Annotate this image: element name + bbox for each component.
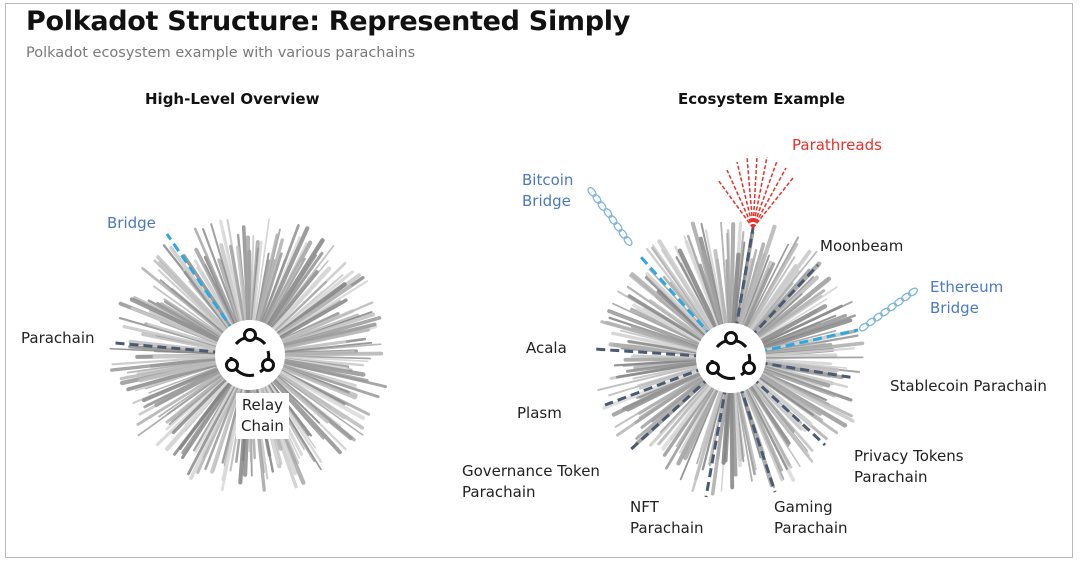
- ethereum-bridge-label-line2: Bridge: [930, 299, 979, 317]
- nft-parachain-label: NFT Parachain: [630, 497, 704, 539]
- ethereum-bridge-chain: [858, 287, 919, 332]
- privacy-tokens-label-line1: Privacy Tokens: [854, 447, 964, 465]
- bitcoin-bridge-label: Bitcoin Bridge: [522, 170, 573, 212]
- gaming-label-line2: Parachain: [774, 519, 848, 537]
- nft-connection: [704, 357, 733, 498]
- page-title: Polkadot Structure: Represented Simply: [26, 6, 631, 37]
- bridge-label: Bridge: [107, 214, 156, 232]
- ethereum-bridge-label-line1: Ethereum: [930, 278, 1004, 296]
- gaming-parachain-label: Gaming Parachain: [774, 497, 848, 539]
- nft-label-line2: Parachain: [630, 519, 704, 537]
- privacy-tokens-parachain-label: Privacy Tokens Parachain: [854, 446, 964, 488]
- moonbeam-label: Moonbeam: [820, 237, 904, 255]
- left-bridge-connection: [165, 233, 252, 356]
- privacy-tokens-label-line2: Parachain: [854, 468, 928, 486]
- gaming-connection: [729, 357, 777, 493]
- right-relay-hub: [587, 155, 919, 498]
- parathreads-fan: [717, 155, 794, 229]
- acala-label: Acala: [526, 339, 567, 357]
- left-relay-hub: [109, 218, 388, 492]
- relay-chain-icon: [706, 331, 756, 380]
- parachain-label: Parachain: [21, 329, 95, 347]
- plasm-label: Plasm: [517, 404, 562, 422]
- bitcoin-bridge-label-line2: Bridge: [522, 192, 571, 210]
- gaming-label-line1: Gaming: [774, 498, 833, 516]
- relay-chain-icon: [225, 328, 275, 377]
- bitcoin-bridge-label-line1: Bitcoin: [522, 171, 574, 189]
- right-panel-title: Ecosystem Example: [678, 90, 845, 108]
- left-panel-title: High-Level Overview: [145, 90, 320, 108]
- governance-connection: [626, 356, 733, 454]
- figure-frame: [5, 3, 1073, 558]
- nft-label-line1: NFT: [630, 498, 659, 516]
- relay-chain-label-line2: Chain: [241, 417, 284, 435]
- relay-chain-label-line1: Relay: [241, 396, 284, 414]
- relay-chain-label: Relay Chain: [236, 393, 289, 439]
- governance-label-line2: Parachain: [462, 483, 536, 501]
- governance-label-line1: Governance Token: [462, 462, 600, 480]
- governance-token-parachain-label: Governance Token Parachain: [462, 461, 600, 503]
- stablecoin-parachain-label: Stablecoin Parachain: [890, 377, 1047, 395]
- ethereum-bridge-label: Ethereum Bridge: [930, 277, 1003, 319]
- bitcoin-bridge-chain: [587, 186, 633, 247]
- page-subtitle: Polkadot ecosystem example with various …: [26, 45, 416, 61]
- parathreads-label: Parathreads: [792, 136, 882, 154]
